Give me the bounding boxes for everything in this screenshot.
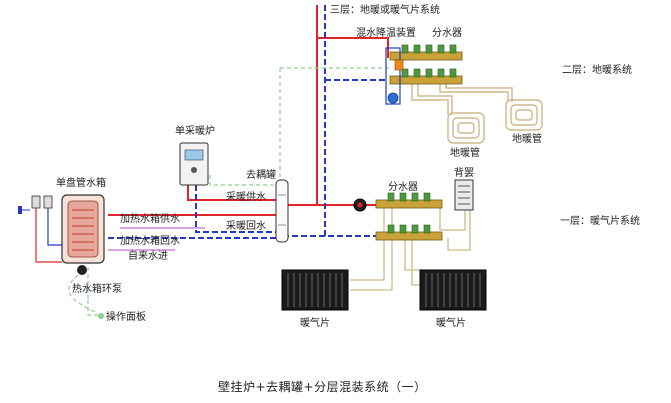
- label-floor-pipe-right: 地暖管: [512, 132, 542, 145]
- label-panel: 操作面板: [106, 310, 146, 323]
- label-heat-return: 采暖回水: [226, 219, 266, 232]
- label-floor1: 一层：暖气片系统: [560, 214, 640, 227]
- label-tank-supply: 加热水箱供水: [120, 212, 180, 225]
- label-floor2: 二层：地暖系统: [562, 63, 632, 76]
- label-pump: 热水箱环泵: [72, 282, 122, 295]
- radiator-left: [281, 269, 349, 311]
- radiator-right: [419, 269, 487, 311]
- decoupler-tank: [275, 179, 289, 243]
- floor-heating-pipes: [411, 82, 543, 144]
- label-radiator-right: 暖气片: [436, 316, 466, 329]
- label-floor-pipe-left: 地暖管: [450, 146, 480, 159]
- label-tank-return: 加热水箱回水: [120, 234, 180, 247]
- label-tap-water: 自来水进: [128, 249, 168, 262]
- label-manifold-bottom: 分水器: [388, 181, 418, 193]
- mixing-pump: [387, 92, 399, 104]
- label-mixing-unit: 混水降温装置: [356, 26, 416, 39]
- manifold-bottom: [353, 192, 443, 241]
- label-boiler: 单采暖炉: [175, 124, 215, 137]
- tank-pump: [77, 265, 87, 275]
- manifold-bottom-return-bar: [375, 231, 443, 241]
- hot-water-tank: [18, 194, 105, 319]
- control-panel-node: [98, 313, 104, 319]
- label-backup: 背罢: [454, 166, 474, 179]
- supply-boiler-to-decoupler: [187, 185, 278, 201]
- return-boiler: [195, 185, 278, 233]
- backup-unit: [454, 179, 474, 211]
- diagram-caption: 壁挂炉+去耦罐+分层混装系统（一）: [218, 379, 427, 394]
- mixing-unit: [385, 47, 401, 105]
- label-radiator-left: 暖气片: [300, 316, 330, 329]
- label-tank: 单盘管水箱: [56, 176, 106, 189]
- manifold-top: [385, 44, 463, 105]
- supply-pipes: [108, 5, 398, 216]
- supply-to-floor2: [317, 37, 389, 58]
- label-floor3: 三层：地暖或暖气片系统: [330, 3, 440, 16]
- label-decoupler: 去耦罐: [246, 168, 276, 181]
- label-heat-supply: 采暖供水: [226, 190, 266, 203]
- boiler: [179, 142, 209, 186]
- label-manifold-top: 分水器: [432, 27, 462, 39]
- tap-water-lines: [108, 227, 205, 251]
- manifold-bottom-supply-bar: [375, 199, 443, 209]
